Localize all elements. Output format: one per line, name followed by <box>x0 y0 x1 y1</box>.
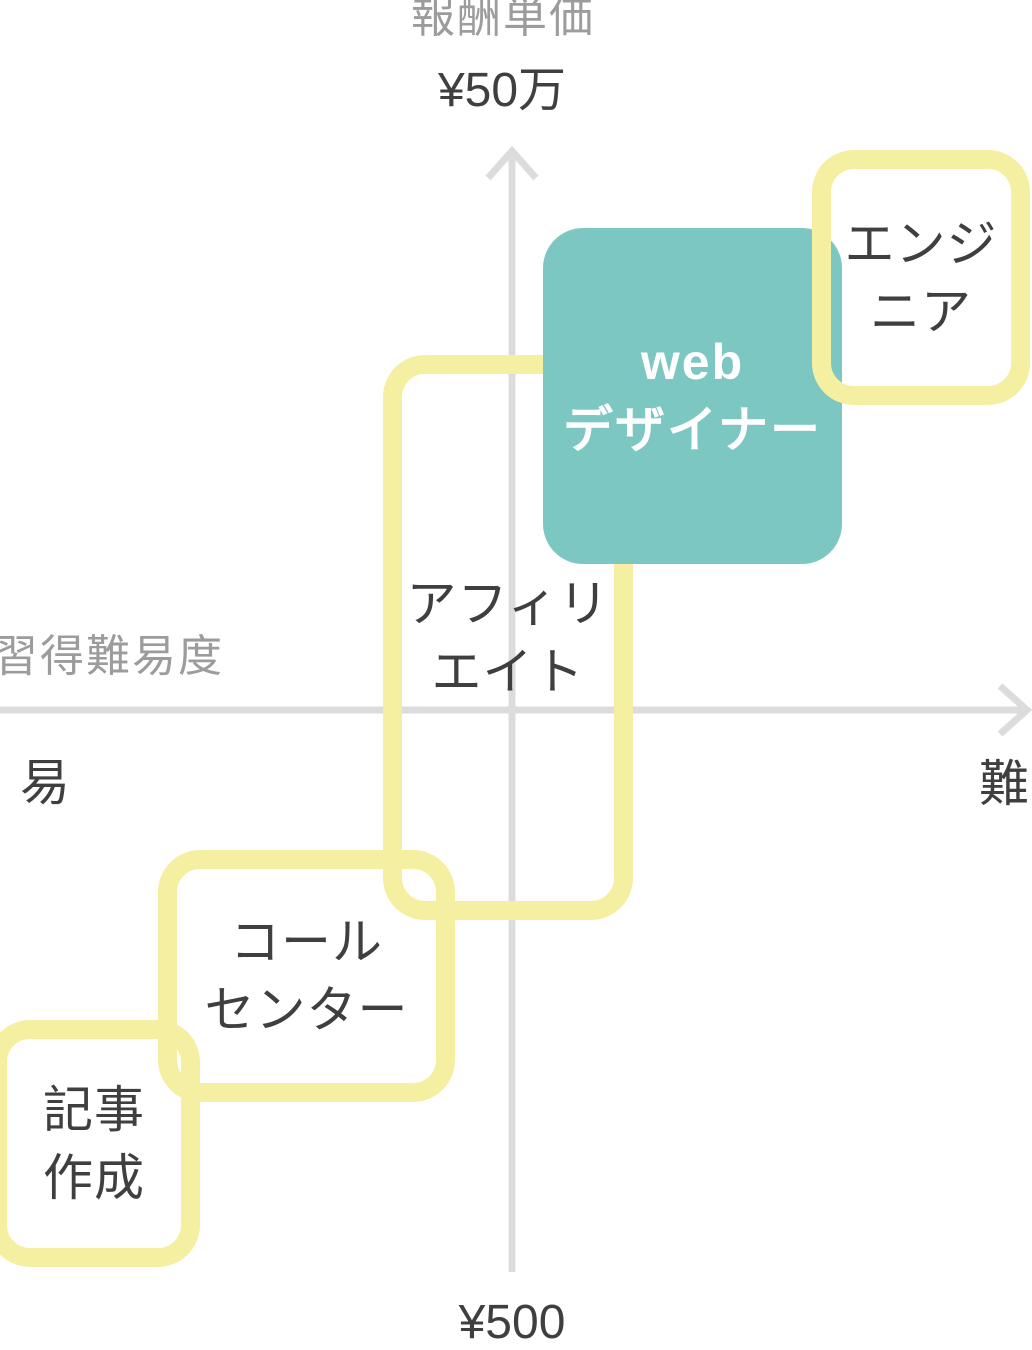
box-web-designer: web デザイナー <box>543 228 842 564</box>
y-axis-min-label: ¥500 <box>458 1296 566 1349</box>
box-call-center-label-line1: コール <box>230 914 383 970</box>
box-call-center-label-line2: センター <box>204 982 409 1038</box>
box-article-writing-label-line2: 作成 <box>43 1149 145 1206</box>
x-axis-min-label: 易 <box>20 755 70 811</box>
box-article-writing: 記事 作成 <box>0 1020 200 1267</box>
box-affiliate-label-line2: エイト <box>431 643 585 700</box>
x-axis-title: 習得難易度 <box>0 632 224 681</box>
box-engineer-label-line2: ニア <box>870 283 972 340</box>
box-engineer: エンジ ニア <box>812 150 1030 405</box>
box-affiliate-label-line1: アフィリ <box>406 575 610 632</box>
box-web-designer-label-line1: web <box>640 334 745 390</box>
box-call-center: コール センター <box>158 850 455 1102</box>
box-engineer-label-line1: エンジ <box>844 215 998 272</box>
box-web-designer-label-line2: デザイナー <box>563 402 822 458</box>
y-axis-max-label: ¥50万 <box>437 64 567 117</box>
x-axis-max-label: 難 <box>979 756 1029 812</box>
y-axis-title: 報酬単価 <box>411 0 595 42</box>
right-arrow-icon <box>997 683 1032 737</box>
box-article-writing-label-line1: 記事 <box>43 1081 145 1138</box>
up-arrow-icon <box>485 145 539 181</box>
